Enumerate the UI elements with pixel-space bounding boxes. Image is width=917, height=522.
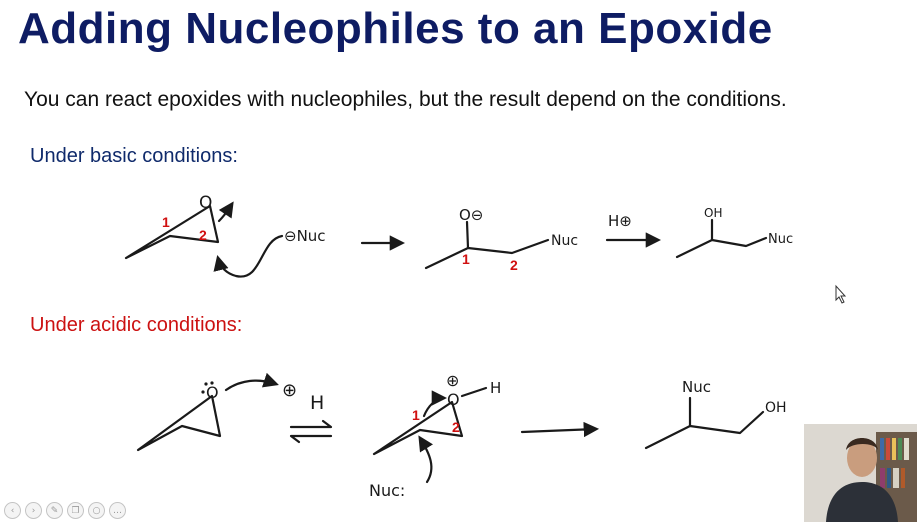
basic-carbon-1-label: 1 xyxy=(162,214,170,230)
acidic-oxonium-h: H xyxy=(490,379,501,397)
acidic-carbon-1-label: 1 xyxy=(412,407,420,423)
acidic-oxonium-oxygen: O xyxy=(447,390,460,409)
copy-icon[interactable]: ❐ xyxy=(67,502,84,519)
basic-intermediate-carbon-1: 1 xyxy=(462,251,470,267)
basic-bond-break-arrow xyxy=(217,201,234,223)
acidic-product-nuc: Nuc xyxy=(682,378,711,396)
basic-epoxide: O 1 2 xyxy=(124,193,220,260)
slide-toolbar: ‹ › ✎ ❐ ○ … xyxy=(4,502,126,519)
pen-icon[interactable]: ✎ xyxy=(46,502,63,519)
mouse-cursor-icon xyxy=(835,284,847,304)
acidic-carbon-2-label: 2 xyxy=(452,419,460,435)
acidic-proton-charge: ⊕ xyxy=(282,380,297,401)
acidic-protonated-epoxide: O ⊕ H 1 2 xyxy=(372,371,501,456)
more-icon[interactable]: … xyxy=(109,502,126,519)
basic-conditions-label: Under basic conditions: xyxy=(30,145,238,167)
acidic-conditions-label: Under acidic conditions: xyxy=(30,314,243,336)
basic-alkoxide-oxygen: O⊖ xyxy=(459,206,483,224)
basic-alkoxide-intermediate: O⊖ Nuc 1 2 xyxy=(424,206,578,273)
acidic-product-oh: OH xyxy=(765,400,787,416)
basic-attack-arrow xyxy=(213,234,284,278)
acidic-product: Nuc OH xyxy=(644,378,787,450)
presenter-image xyxy=(804,424,917,522)
slide-title: Adding Nucleophiles to an Epoxide xyxy=(18,4,773,53)
back-icon[interactable]: ‹ xyxy=(4,502,21,519)
acidic-epoxide: O xyxy=(136,381,222,452)
basic-product: OH Nuc xyxy=(675,206,793,259)
presenter-webcam-video xyxy=(804,424,917,522)
basic-nucleophile-reagent: ⊖Nuc xyxy=(284,227,326,245)
acidic-attack-arrow xyxy=(418,435,434,484)
acidic-proton-h: H xyxy=(310,392,324,414)
basic-protonation-reagent: H⊕ xyxy=(608,212,632,230)
acidic-protonation-arrow xyxy=(224,372,279,392)
forward-icon[interactable]: › xyxy=(25,502,42,519)
acidic-nucleophile: Nuc: xyxy=(369,481,405,500)
acidic-bond-break-arrow xyxy=(422,390,448,418)
basic-intermediate-nuc: Nuc xyxy=(551,233,578,249)
search-icon[interactable]: ○ xyxy=(88,502,105,519)
basic-intermediate-carbon-2: 2 xyxy=(510,257,518,273)
acidic-oxonium-charge: ⊕ xyxy=(446,371,459,390)
basic-product-nuc: Nuc xyxy=(768,232,793,247)
basic-carbon-2-label: 2 xyxy=(199,227,207,243)
acidic-equilibrium-arrows xyxy=(289,419,333,444)
basic-epoxide-oxygen: O xyxy=(199,193,212,213)
intro-text: You can react epoxides with nucleophiles… xyxy=(24,88,787,111)
acidic-epoxide-oxygen: O xyxy=(206,383,219,402)
basic-product-oh: OH xyxy=(704,206,722,220)
acidic-reaction-arrow xyxy=(520,421,600,438)
